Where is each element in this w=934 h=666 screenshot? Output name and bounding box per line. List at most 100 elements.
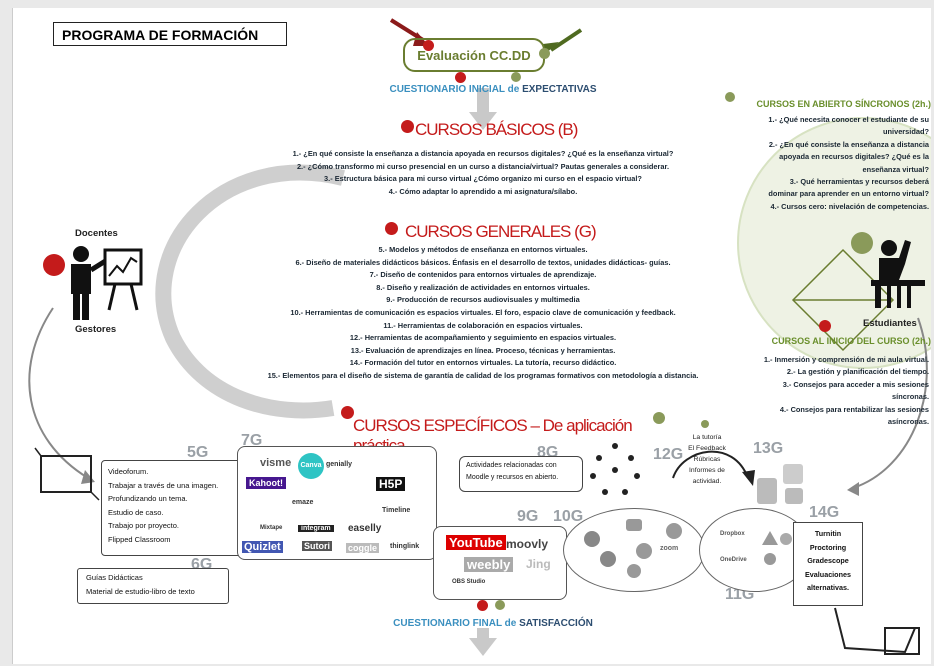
coggle-logo: coggle — [346, 543, 380, 553]
emaze-logo: emaze — [292, 499, 314, 506]
background-shapes — [28, 18, 931, 656]
sync-courses-list: 1.- ¿Qué necesita conocer el estudiante … — [713, 114, 929, 213]
list-item: 8.- Diseño y realización de actividades … — [376, 282, 590, 292]
sutori-logo: Sutori — [302, 541, 332, 551]
communication-tools-oval: zoom — [563, 508, 705, 592]
list-item: 2.- ¿En qué consiste la enseñanza a dist… — [768, 139, 929, 149]
list-item: Actividades relacionadas con — [466, 462, 557, 469]
list-item: 1.- Inmersión y comprensión de mi aula v… — [763, 355, 929, 364]
list-item: 1.- ¿En qué consiste la enseñanza a dist… — [292, 149, 674, 158]
list-item: Turnitin — [814, 529, 842, 538]
chat-icons — [584, 519, 682, 578]
list-item: 10.- Herramientas de comunicación es esp… — [290, 307, 676, 317]
group-9g: 9G — [517, 508, 539, 525]
basic-courses-heading: CURSOS BÁSICOS (B) — [415, 120, 578, 139]
dropbox-logo: Dropbox — [720, 531, 745, 537]
list-item: 1.- ¿Qué necesita conocer el estudiante … — [768, 115, 929, 124]
list-item: 6.- Diseño de materiales didácticos bási… — [295, 257, 671, 267]
red-dot — [477, 600, 488, 611]
group-12g: 12G — [653, 446, 684, 463]
initial-survey: CUESTIONARIO INICIAL de EXPECTATIVAS — [389, 84, 597, 95]
cloud-icons — [762, 531, 792, 565]
list-item: Proctoring — [809, 542, 847, 552]
tutoring-text: La tutoría El Feedback Rúbricas Informes… — [677, 432, 737, 487]
red-dot — [455, 72, 466, 83]
list-item: Estudio de caso. — [108, 507, 164, 517]
managers-label: Gestores — [75, 324, 117, 335]
methods-box: Videoforum. Trabajar a través de una ima… — [101, 460, 249, 556]
list-item: 3.- Consejos para acceder a mis sesiones — [782, 379, 929, 389]
sync-courses-heading: CURSOS EN ABIERTO SÍNCRONOS (2h.) — [756, 99, 931, 109]
page-title: PROGRAMA DE FORMACIÓN — [53, 22, 287, 46]
green-dot — [539, 48, 550, 59]
list-item: universidad? — [883, 127, 929, 137]
group-7g: 7G — [241, 432, 263, 449]
list-item: Trabajar a través de una imagen. — [108, 480, 219, 490]
group-10g: 10G — [553, 508, 584, 525]
group-5g: 5G — [187, 444, 209, 461]
list-item: 2.- La gestión y planificación del tiemp… — [786, 367, 929, 377]
list-item: 2.- ¿Cómo transformo mi curso presencial… — [296, 161, 670, 171]
list-item: Videoforum. — [108, 467, 149, 476]
list-item: 12.- Herramientas de acompañamiento y se… — [349, 333, 617, 343]
list-item: Profundizando un tema. — [108, 494, 188, 503]
h5p-logo: H5P — [376, 477, 406, 491]
students-label: Estudiantes — [863, 318, 917, 329]
green-dot — [725, 92, 735, 102]
list-item: asíncronas. — [887, 417, 929, 427]
list-item: actividad. — [692, 478, 722, 485]
group-13g: 13G — [753, 440, 784, 457]
basic-courses-list: 1.- ¿En qué consiste la enseñanza a dist… — [213, 148, 753, 198]
green-dot — [851, 232, 873, 254]
list-item: Guías Didácticas — [86, 573, 143, 582]
list-item: Flipped Classroom — [108, 534, 171, 544]
activities-box: Actividades relacionadas con Moodle y re… — [459, 456, 583, 492]
video-tools-panel: YouTube moovly weebly Jing OBS Studio — [433, 526, 567, 600]
red-dot — [819, 320, 831, 332]
guides-box: Guías Didácticas Material de estudio-lib… — [77, 568, 229, 604]
list-item: Trabajo por proyecto. — [108, 521, 180, 530]
general-courses-heading: CURSOS GENERALES (G) — [405, 222, 597, 241]
list-item: apoyada en recursos digitales? ¿Qué es l… — [779, 152, 929, 162]
list-item: 7.- Diseño de contenidos para entornos v… — [369, 270, 597, 280]
list-item: 4.- Cursos cero: nivelación de competenc… — [770, 201, 929, 211]
zoom-logo: zoom — [660, 545, 679, 552]
group-14g: 14G — [809, 504, 840, 521]
green-dot — [511, 72, 521, 82]
kahoot-logo: Kahoot! — [246, 477, 286, 489]
visme-logo: visme — [260, 457, 292, 469]
red-dot — [341, 406, 354, 419]
report-icons — [757, 464, 803, 504]
cloud-tools-oval: Dropbox OneDrive — [699, 508, 811, 592]
green-dot — [701, 420, 709, 428]
red-dot — [401, 120, 414, 133]
network-people-icon — [590, 443, 640, 495]
course-start-list: 1.- Inmersión y comprensión de mi aula v… — [713, 354, 929, 428]
list-item: Rúbricas — [693, 456, 721, 463]
list-item: Moodle y recursos en abierto. — [466, 474, 559, 481]
list-item: 13.- Evaluación de aprendizajes en línea… — [350, 345, 616, 355]
list-item: Evaluaciones — [805, 569, 851, 579]
timeline-logo: Timeline — [382, 507, 411, 514]
list-item: Informes de — [689, 467, 725, 474]
tools-panel-7g: visme Canva Kahoot! H5P emaze genially T… — [237, 446, 437, 560]
list-item: síncronas. — [892, 392, 929, 402]
green-dot — [653, 412, 665, 424]
list-item: 5.- Modelos y métodos de enseñanza en en… — [378, 245, 588, 254]
scribble-decoration — [34, 447, 100, 501]
list-item: 4.- Consejos para rentabilizar las sesio… — [779, 404, 929, 414]
diagram-page: PROGRAMA DE FORMACIÓN Evaluación CC.DD C… — [12, 8, 931, 664]
list-item: El Feedback — [688, 445, 726, 452]
list-item: enseñanza virtual? — [862, 164, 929, 174]
list-item: 14.- Formación del tutor en entornos vir… — [349, 358, 617, 368]
list-item: 4.- Cómo adaptar lo aprendido a mi asign… — [388, 186, 578, 196]
moovly-logo: moovly — [506, 537, 549, 551]
final-survey: CUESTIONARIO FINAL de SATISFACCIÓN — [393, 618, 593, 629]
list-item: alternativas. — [807, 583, 849, 592]
scribble-decoration — [834, 607, 920, 655]
weebly-logo: weebly — [464, 557, 514, 572]
jing-logo: Jing — [526, 557, 551, 571]
student-desk-icon — [871, 240, 925, 308]
green-dot — [495, 600, 505, 610]
youtube-logo: YouTube — [446, 535, 506, 550]
